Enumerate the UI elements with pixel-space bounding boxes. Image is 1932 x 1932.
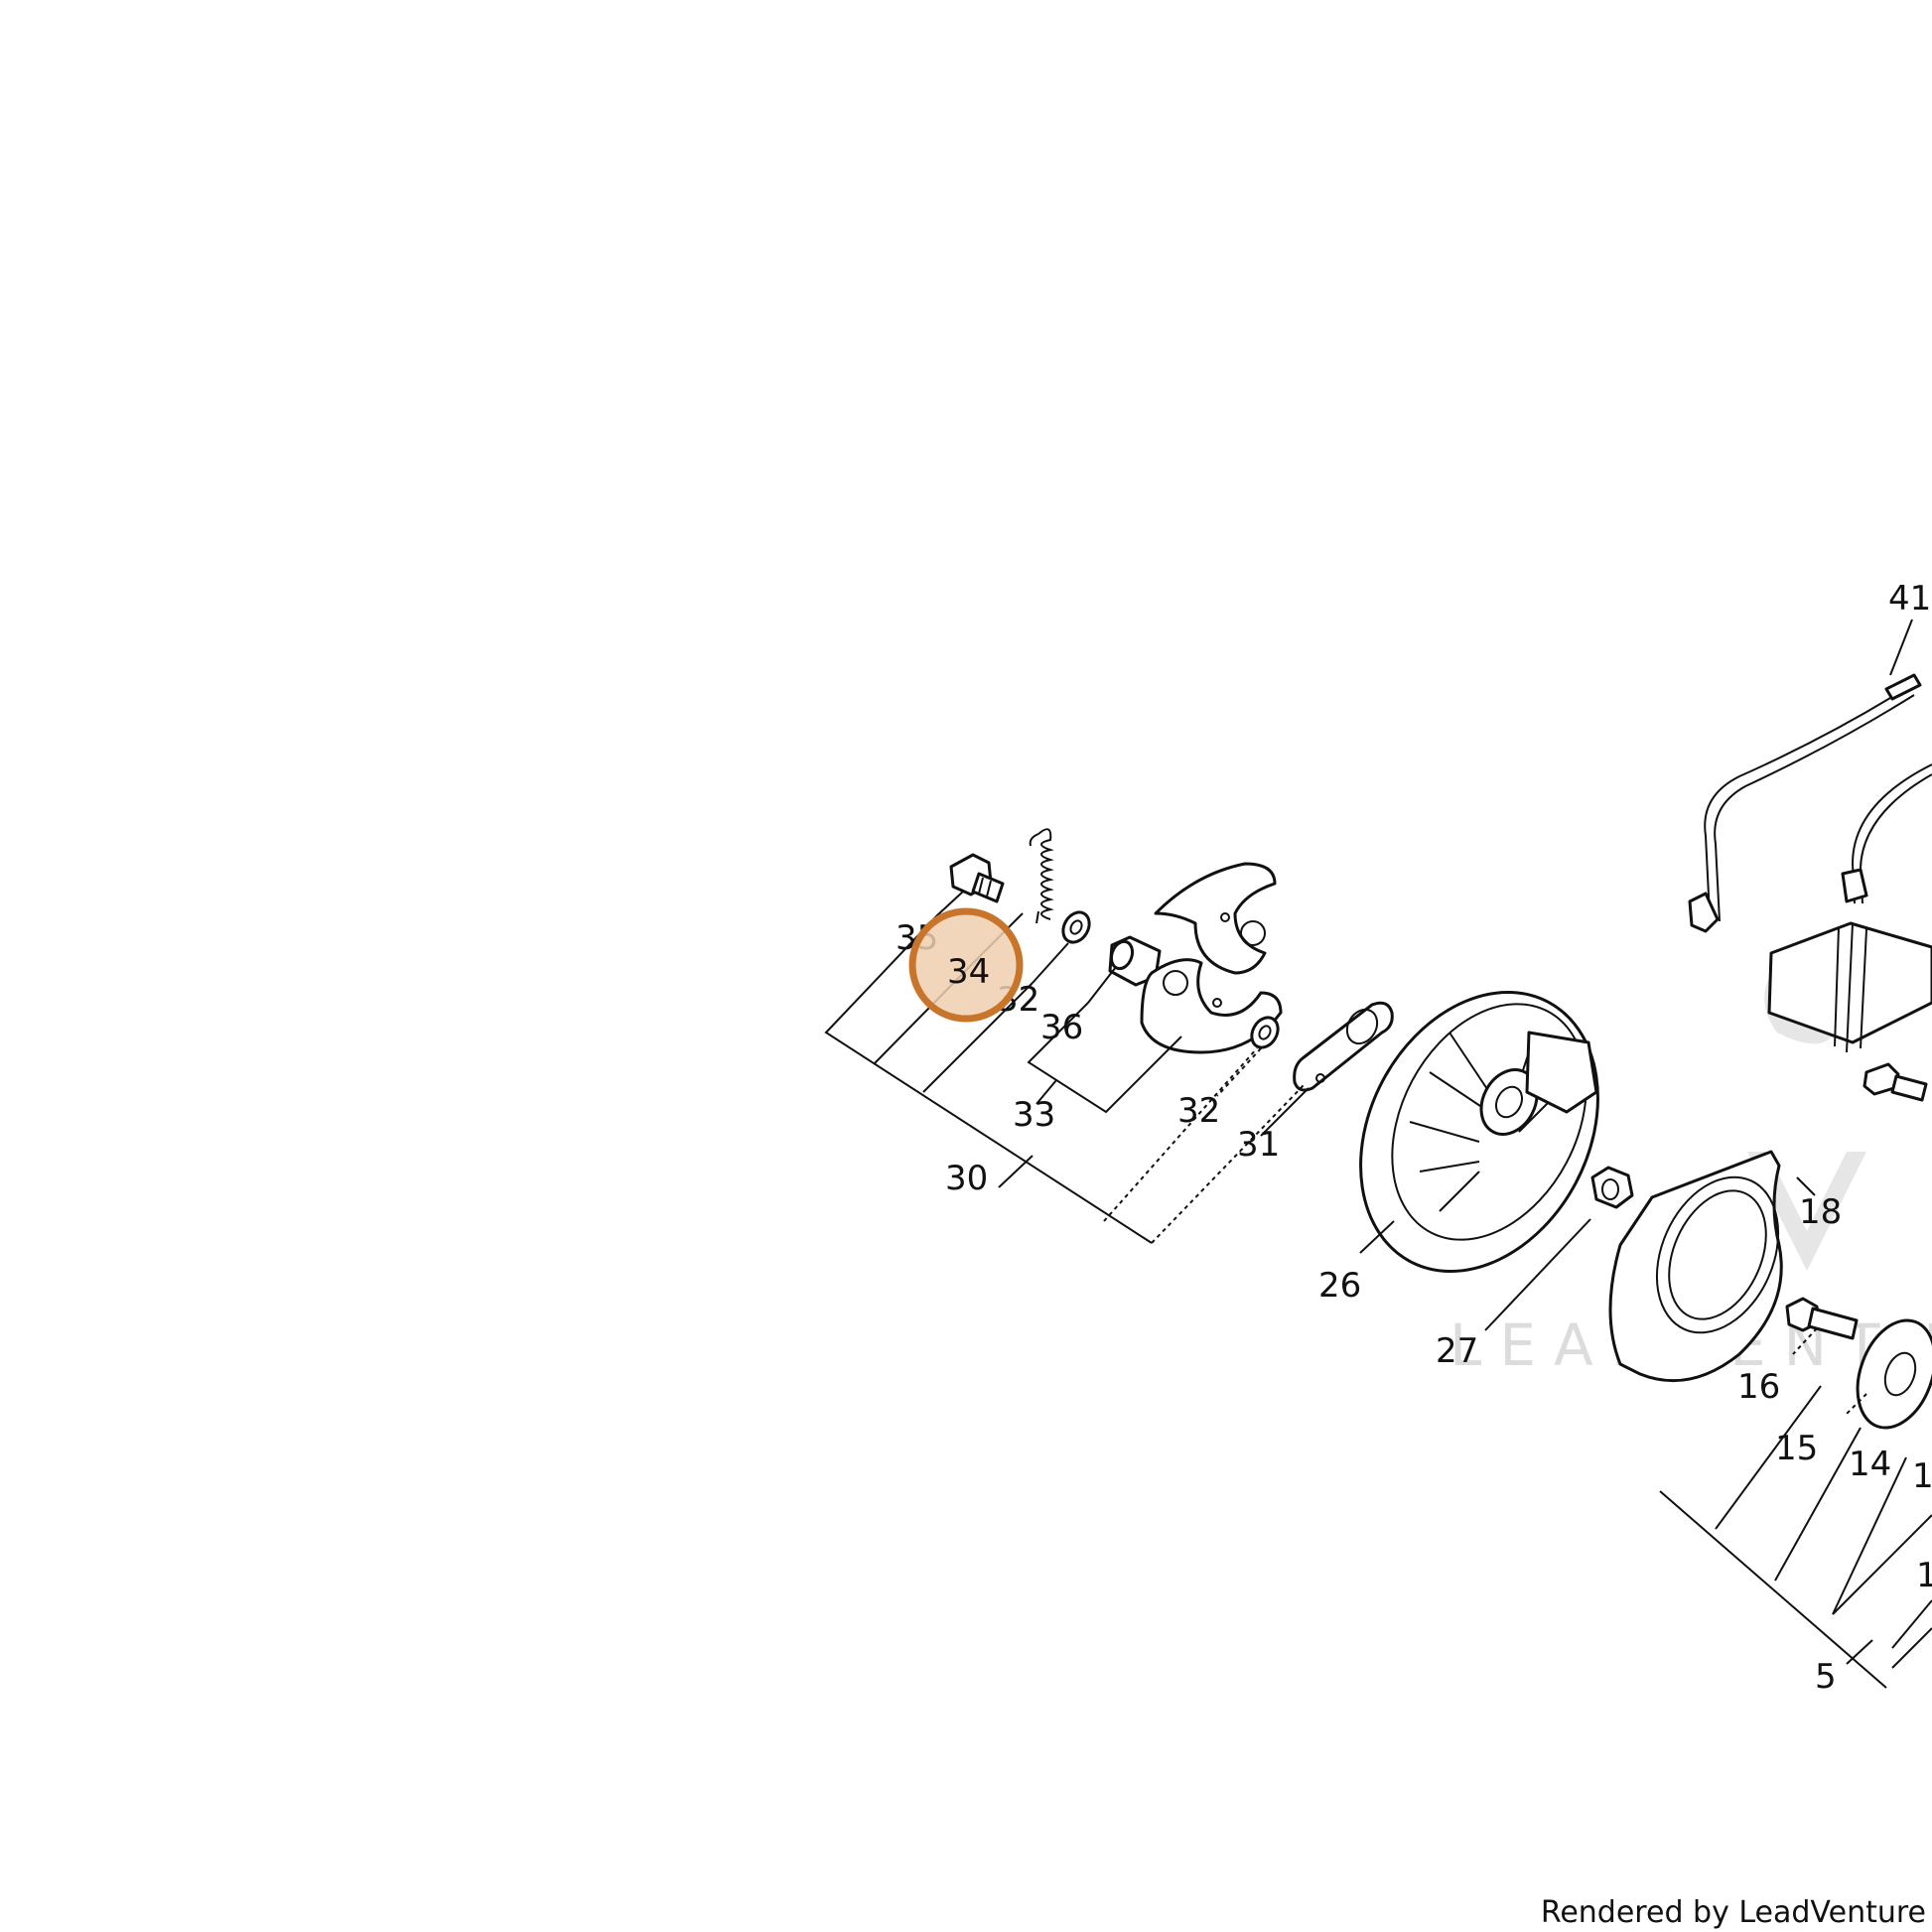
starter-case <box>1608 1150 1783 1383</box>
part-labels: 41 35 32 36 33 30 32 31 26 27 18 16 15 1… <box>896 579 1932 1697</box>
label-36: 36 <box>1040 1008 1083 1047</box>
label-26: 26 <box>1318 1266 1361 1306</box>
clutch-bolt <box>949 853 1005 903</box>
clutch-spring <box>1029 828 1054 924</box>
label-34[interactable]: 34 <box>947 952 990 992</box>
flywheel <box>1359 990 1599 1274</box>
label-1-lower: 1 <box>1916 1556 1932 1595</box>
label-15: 15 <box>1775 1429 1818 1468</box>
label-41: 41 <box>1888 579 1931 619</box>
hotspot-circle[interactable] <box>908 907 1024 1023</box>
flywheel-nut <box>1590 1166 1634 1209</box>
label-1-upper: 1 <box>1912 1456 1932 1496</box>
washer-lower <box>1250 1016 1280 1049</box>
starter-bolt <box>1785 1297 1859 1340</box>
label-18: 18 <box>1799 1192 1842 1232</box>
washer-upper <box>1061 910 1091 944</box>
clutch-plate <box>1293 1001 1394 1092</box>
label-33: 33 <box>1013 1095 1055 1135</box>
footer-credit: Rendered by LeadVenture <box>1540 1895 1926 1930</box>
label-31: 31 <box>1237 1125 1280 1165</box>
label-30: 30 <box>945 1159 988 1198</box>
label-16: 16 <box>1737 1367 1780 1407</box>
label-14: 14 <box>1849 1445 1891 1484</box>
label-5: 5 <box>1815 1657 1837 1697</box>
bushing <box>1108 935 1162 987</box>
clutch-shoes <box>1140 862 1283 1054</box>
label-32-lower: 32 <box>1177 1091 1220 1131</box>
label-27: 27 <box>1436 1331 1478 1371</box>
ignition-coil <box>1688 673 1932 1102</box>
starter-pulley <box>1856 1318 1932 1430</box>
hotspot-part-34[interactable]: 34 <box>908 907 1024 1023</box>
